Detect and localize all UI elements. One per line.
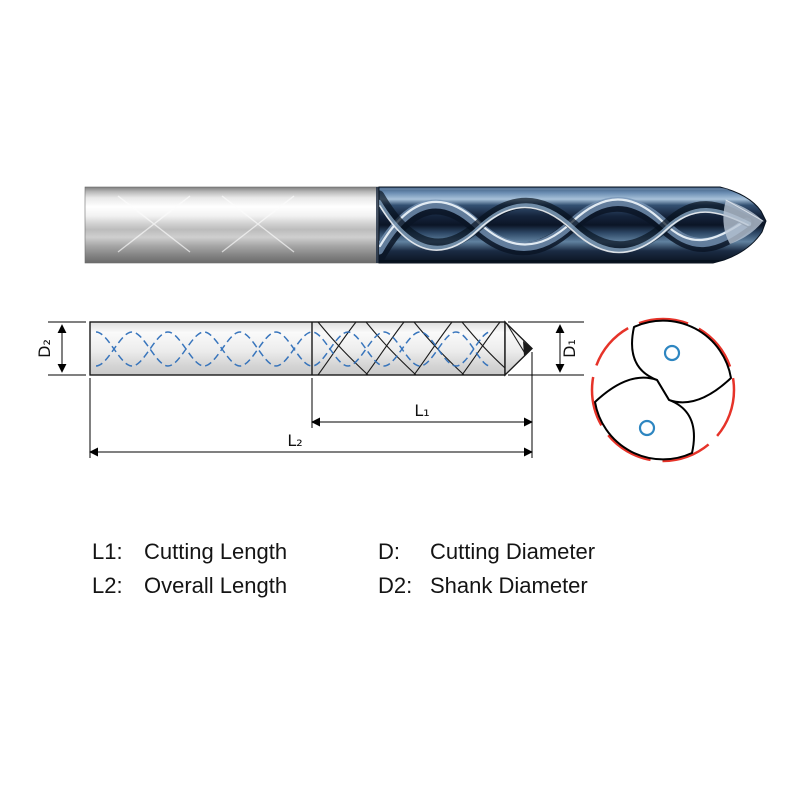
legend-item-l1: L1: Cutting Length <box>92 538 378 566</box>
legend: L1: Cutting Length D: Cutting Diameter L2:… <box>92 538 595 600</box>
dimension-l2 <box>89 378 533 458</box>
coolant-holes <box>638 344 681 437</box>
dimension-label-d1: D₁ <box>560 339 579 358</box>
dimension-d1 <box>508 321 584 376</box>
legend-item-d: D: Cutting Diameter <box>378 538 595 566</box>
drill-photo <box>84 186 767 264</box>
legend-text: Overall Length <box>144 573 288 598</box>
legend-label: L2: <box>92 573 123 598</box>
legend-text: Cutting Diameter <box>430 539 596 564</box>
dimension-label-l1: L₁ <box>414 401 429 420</box>
legend-text: Cutting Length <box>144 539 288 564</box>
legend-item-d2: D2: Shank Diameter <box>378 572 595 600</box>
dimension-label-l2: L₂ <box>287 431 302 450</box>
drawing-flute-lines <box>317 321 532 376</box>
coolant-helix-pattern <box>95 331 491 367</box>
drawing-drill-body <box>89 320 533 377</box>
dimension-l1 <box>311 352 533 458</box>
legend-label: L1: <box>92 539 123 564</box>
photo-shank <box>84 186 381 264</box>
technical-drawing: D₂ D₁ L₁ L₂ <box>35 317 736 463</box>
legend-label: D: <box>378 539 400 564</box>
cutting-diameter-circle <box>590 317 736 463</box>
drill-end-view <box>590 317 736 463</box>
grinding-cross-marks <box>117 195 295 253</box>
dimension-d2 <box>48 321 86 376</box>
legend-item-l2: L2: Overall Length <box>92 572 378 600</box>
flute-lands <box>594 319 732 461</box>
legend-label: D2: <box>378 573 413 598</box>
photo-flutes <box>378 186 767 264</box>
dimension-label-d2: D₂ <box>35 339 54 358</box>
legend-text: Shank Diameter <box>430 573 588 598</box>
